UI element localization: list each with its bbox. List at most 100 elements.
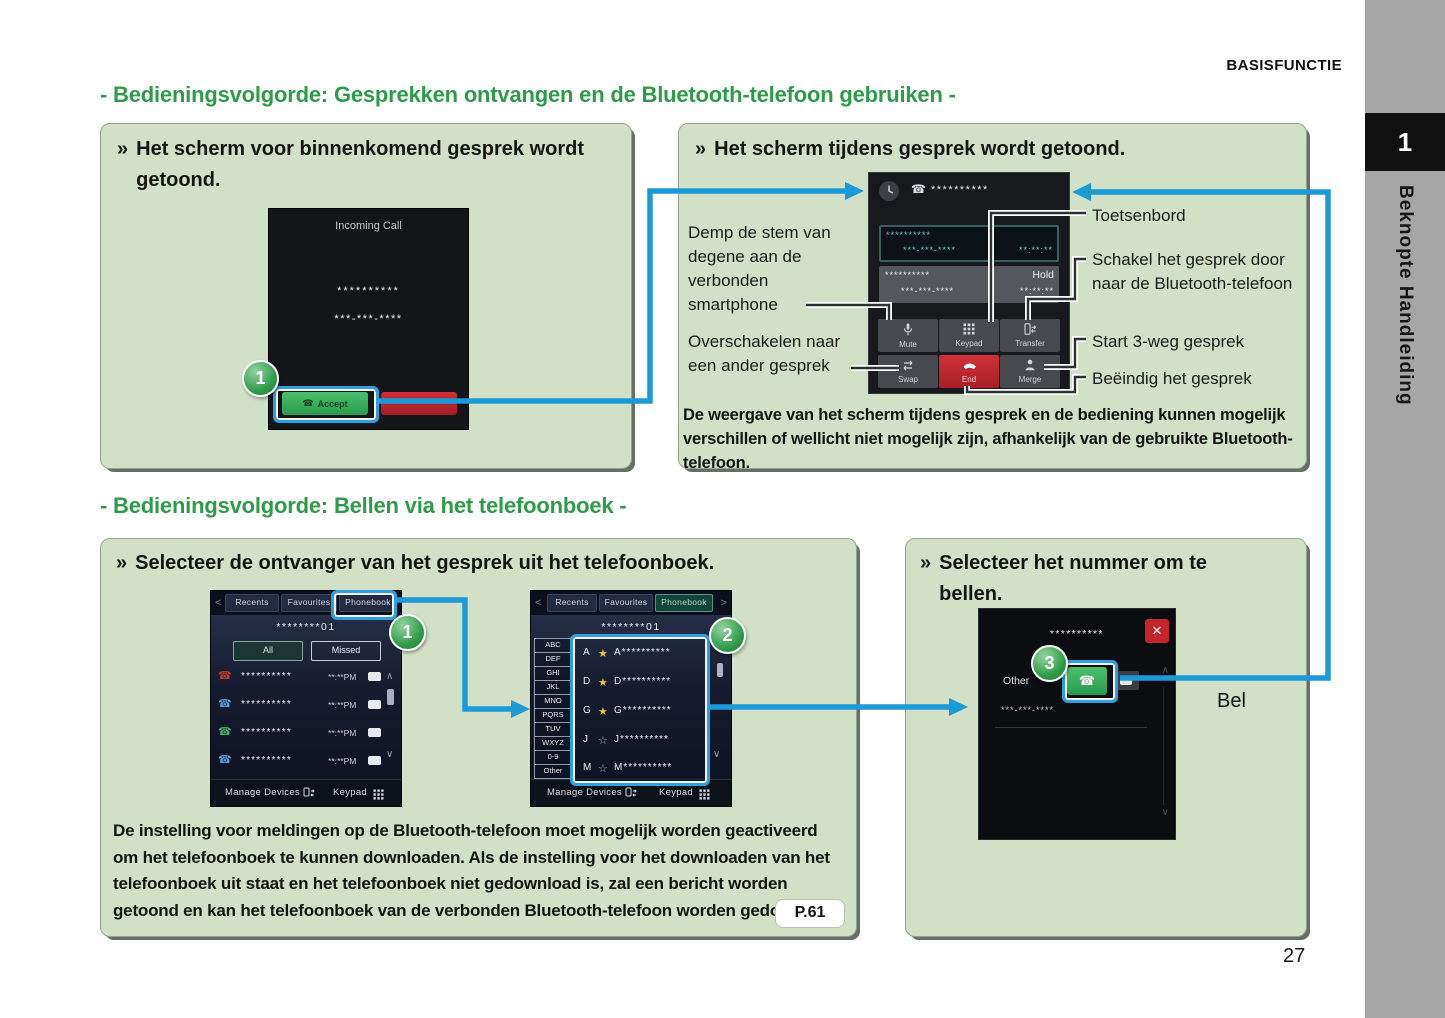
tab-phonebook[interactable]: Phonebook <box>339 594 397 612</box>
caller-number: ***-***-**** <box>334 313 403 325</box>
back-chevron-icon[interactable]: < <box>535 597 542 609</box>
alpha-index: ABC DEF GHI JKL MNO PQRS TUV WXYZ 0-9 Ot… <box>534 638 572 779</box>
merge-button[interactable]: Merge <box>1000 355 1060 388</box>
caller-name: ********** <box>337 285 400 297</box>
scroll-down-icon[interactable]: ∨ <box>1161 807 1169 818</box>
index-cell[interactable]: GHI <box>534 666 572 681</box>
in-call-screen: ☎ ********** ********** ***-***-**** **:… <box>868 172 1070 394</box>
index-cell[interactable]: WXYZ <box>534 736 572 751</box>
forward-chevron-icon[interactable]: > <box>720 597 727 609</box>
chapter-tab: 1 <box>1365 113 1445 171</box>
contact-number: ***-***-**** <box>1001 705 1055 715</box>
tab-bar: < Recents Favourites Phonebook > <box>531 591 731 615</box>
scroll-down-icon[interactable]: ∨ <box>713 749 721 760</box>
favorite-star-icon: ★ <box>598 677 608 689</box>
transfer-call-icon <box>1023 323 1037 337</box>
phonebook-note: De instelling voor meldingen op de Bluet… <box>113 821 842 921</box>
keypad-button[interactable]: Keypad <box>659 787 694 798</box>
scrollbar-thumb[interactable] <box>717 663 723 677</box>
scroll-up-icon[interactable]: ∧ <box>386 671 394 682</box>
recents-screen: < Recents Favourites Phonebook ********0… <box>210 590 402 807</box>
highlight-accept-button <box>273 386 379 423</box>
contact-row[interactable]: D ★ D********** <box>583 676 672 689</box>
label-keypad: Toetsenbord <box>1092 206 1186 225</box>
scroll-up-icon[interactable]: ∧ <box>1161 665 1169 676</box>
section1-title: - Bedieningsvolgorde: Gesprekken ontvang… <box>100 82 956 107</box>
keypad-button[interactable]: Keypad <box>939 319 999 352</box>
label-end: Beëindig het gesprek <box>1092 369 1252 388</box>
message-icon[interactable] <box>368 728 381 737</box>
index-cell[interactable]: ABC <box>534 638 572 653</box>
tab-favourites[interactable]: Favourites <box>281 594 337 612</box>
microphone-icon <box>901 323 915 338</box>
index-cell[interactable]: Other <box>534 764 572 779</box>
page-number: 27 <box>1283 945 1306 967</box>
index-cell[interactable]: PQRS <box>534 708 572 723</box>
accept-button[interactable]: ☎ Accept <box>282 392 368 415</box>
double-chevron-icon: » <box>920 552 932 574</box>
incoming-panel-heading: » Het scherm voor binnenkomend gesprek w… <box>117 134 613 196</box>
double-chevron-icon: » <box>695 138 707 160</box>
running-header: BASISFUNCTIE <box>1226 57 1342 74</box>
manage-devices-button[interactable]: Manage Devices <box>225 787 300 798</box>
divider <box>995 727 1147 728</box>
chapter-title-text: Beknopte Handleiding <box>1395 185 1416 406</box>
index-cell[interactable]: MNO <box>534 694 572 709</box>
end-call-icon <box>962 360 977 373</box>
keypad-button[interactable]: Keypad <box>333 787 368 798</box>
page-reference-link[interactable]: P.61 <box>775 899 845 928</box>
chapter-title-vertical: Beknopte Handleiding <box>1365 185 1445 406</box>
call-timer-icon <box>877 179 901 208</box>
tab-recents[interactable]: Recents <box>547 594 597 612</box>
call-row[interactable]: ☎ ********** **:**PM <box>211 723 401 747</box>
call-duration: **:**:** <box>1018 245 1053 255</box>
contact-row[interactable]: J ☆ J********** <box>583 734 669 747</box>
manage-devices-button[interactable]: Manage Devices <box>547 787 622 798</box>
tab-phonebook[interactable]: Phonebook <box>655 594 713 612</box>
filter-missed-button[interactable]: Missed <box>311 641 381 661</box>
index-cell[interactable]: DEF <box>534 652 572 667</box>
active-call-entry[interactable]: ********** ***-***-**** **:**:** <box>879 225 1059 262</box>
missed-call-icon: ☎ <box>218 670 232 682</box>
index-cell[interactable]: JKL <box>534 680 572 695</box>
device-name: ********01 <box>276 621 336 633</box>
call-row[interactable]: ☎ ********** **:**PM <box>211 695 401 719</box>
message-icon[interactable] <box>368 756 381 765</box>
close-button[interactable]: ✕ <box>1145 619 1169 643</box>
transfer-button[interactable]: Transfer <box>1000 319 1060 352</box>
step-badge-1: 1 <box>242 360 279 397</box>
index-cell[interactable]: 0-9 <box>534 750 572 765</box>
contact-row[interactable]: A ★ A********** <box>583 647 671 660</box>
scroll-down-icon[interactable]: ∨ <box>386 749 394 760</box>
swap-button[interactable]: Swap <box>878 355 938 388</box>
favorite-star-icon: ★ <box>598 706 608 718</box>
call-duration: **:**:** <box>1019 286 1054 296</box>
filter-all-button[interactable]: All <box>233 641 303 661</box>
swap-calls-icon <box>901 360 915 373</box>
mute-button[interactable]: Mute <box>878 319 938 352</box>
favorite-star-outline-icon: ☆ <box>598 763 608 775</box>
scrollbar-thumb[interactable] <box>387 689 394 705</box>
call-row[interactable]: ☎ ********** **:**PM <box>211 751 401 775</box>
back-chevron-icon[interactable]: < <box>215 597 222 609</box>
keypad-grid-icon <box>373 787 384 805</box>
tab-recents[interactable]: Recents <box>225 594 279 612</box>
contact-row[interactable]: M ☆ M********** <box>583 762 673 775</box>
message-icon[interactable] <box>368 672 381 681</box>
call-button[interactable]: ☎ <box>1067 667 1107 695</box>
incoming-call-icon: ☎ <box>218 754 232 766</box>
held-call-entry[interactable]: ********** Hold ***-***-**** **:**:** <box>879 266 1059 303</box>
double-chevron-icon: » <box>116 552 128 574</box>
message-icon[interactable] <box>368 700 381 709</box>
keypad-grid-icon <box>963 323 975 337</box>
end-call-button[interactable]: End <box>939 355 999 388</box>
label-transfer: Schakel het gesprek door naar de Bluetoo… <box>1092 250 1293 294</box>
call-row[interactable]: ☎ ********** **:**PM <box>211 667 401 691</box>
index-cell[interactable]: TUV <box>534 722 572 737</box>
tab-favourites[interactable]: Favourites <box>599 594 653 612</box>
double-chevron-icon: » <box>117 138 129 160</box>
decline-button[interactable] <box>381 392 457 415</box>
contact-row[interactable]: G ★ G********** <box>583 705 672 718</box>
call-action-label: Bel <box>1217 690 1246 712</box>
